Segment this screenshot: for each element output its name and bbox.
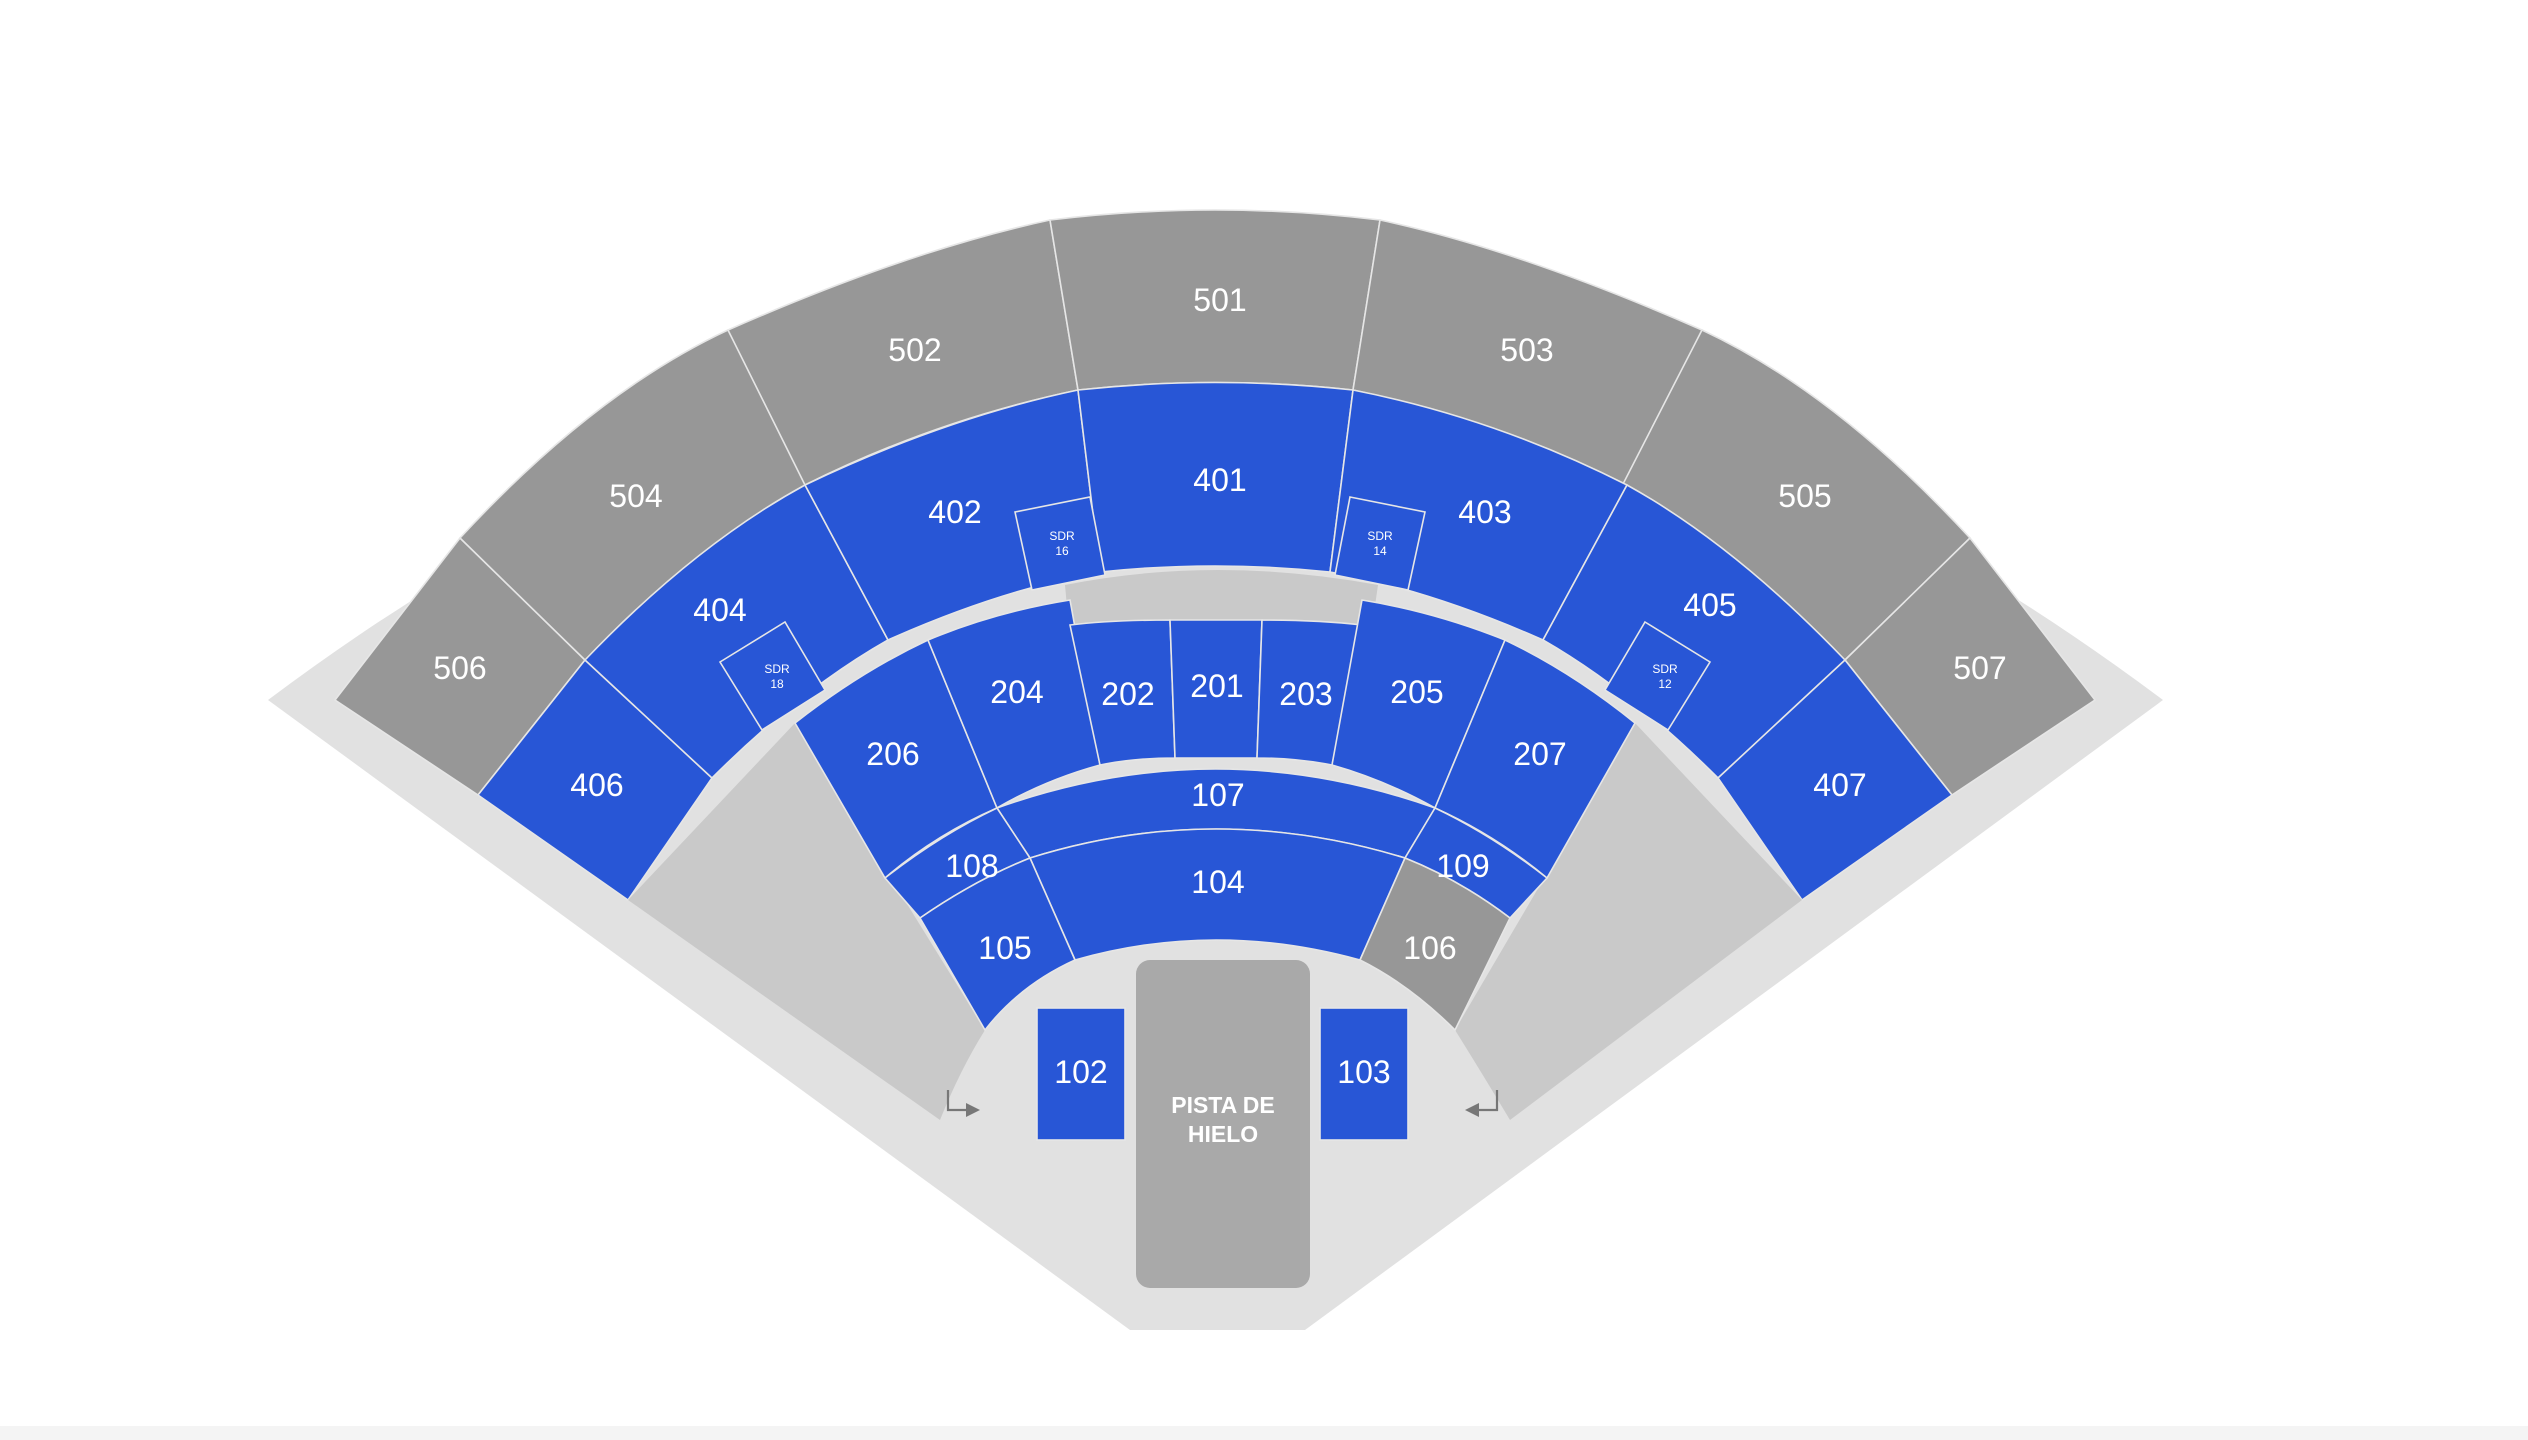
ice-rink (1136, 960, 1310, 1288)
section-104-label: 104 (1191, 864, 1244, 900)
suite-sdr12-line2: 12 (1658, 677, 1672, 691)
section-405-label: 405 (1683, 587, 1736, 623)
section-107-label: 107 (1191, 777, 1244, 813)
section-105[interactable] (918, 856, 1077, 1032)
section-404-label: 404 (693, 592, 746, 628)
section-503-label: 503 (1500, 332, 1553, 368)
suite-sdr18[interactable]: SDR 18 (718, 620, 827, 732)
section-103-label: 103 (1337, 1054, 1390, 1090)
suite-sdr16[interactable]: SDR 16 (1014, 496, 1106, 591)
section-204[interactable] (926, 599, 1101, 810)
section-403-label: 403 (1458, 494, 1511, 530)
section-504-label: 504 (609, 478, 662, 514)
section-109-label: 109 (1436, 848, 1489, 884)
section-105-label: 105 (978, 930, 1031, 966)
section-506-label: 506 (433, 650, 486, 686)
left-floor-area (628, 723, 985, 1120)
right-floor-area (1455, 723, 1802, 1120)
suite-sdr18-line2: 18 (770, 677, 784, 691)
section-207-label: 207 (1513, 736, 1566, 772)
section-102-label: 102 (1054, 1054, 1107, 1090)
suite-sdr14-line2: 14 (1373, 544, 1387, 558)
suite-sdr14-line1: SDR (1367, 529, 1393, 543)
section-106[interactable] (1358, 856, 1512, 1032)
suite-sdr16-line2: 16 (1055, 544, 1069, 558)
section-202-label: 202 (1101, 676, 1154, 712)
footer-strip (0, 1426, 2528, 1440)
section-507-label: 507 (1953, 650, 2006, 686)
section-108-label: 108 (945, 848, 998, 884)
section-502-label: 502 (888, 332, 941, 368)
section-106-label: 106 (1403, 930, 1456, 966)
section-204-label: 204 (990, 674, 1043, 710)
section-401-label: 401 (1193, 462, 1246, 498)
rink-label-line1: PISTA DE (1171, 1092, 1275, 1118)
entrance-arrow-left-icon (1465, 1090, 1499, 1117)
section-206-label: 206 (866, 736, 919, 772)
section-203-label: 203 (1279, 676, 1332, 712)
rink-label-line2: HIELO (1188, 1121, 1258, 1147)
section-201-label: 201 (1190, 668, 1243, 704)
suite-sdr12-line1: SDR (1652, 662, 1678, 676)
entrance-arrow-right-icon (946, 1090, 980, 1117)
section-205-label: 205 (1390, 674, 1443, 710)
section-102[interactable] (1036, 1007, 1126, 1141)
section-406-label: 406 (570, 767, 623, 803)
section-407-label: 407 (1813, 767, 1866, 803)
section-501-label: 501 (1193, 282, 1246, 318)
suite-sdr18-line1: SDR (764, 662, 790, 676)
section-505-label: 505 (1778, 478, 1831, 514)
suite-sdr12[interactable]: SDR 12 (1603, 620, 1712, 732)
section-402-label: 402 (928, 494, 981, 530)
section-103[interactable] (1319, 1007, 1409, 1141)
suite-sdr14[interactable]: SDR 14 (1334, 496, 1426, 591)
suite-sdr16-line1: SDR (1049, 529, 1075, 543)
